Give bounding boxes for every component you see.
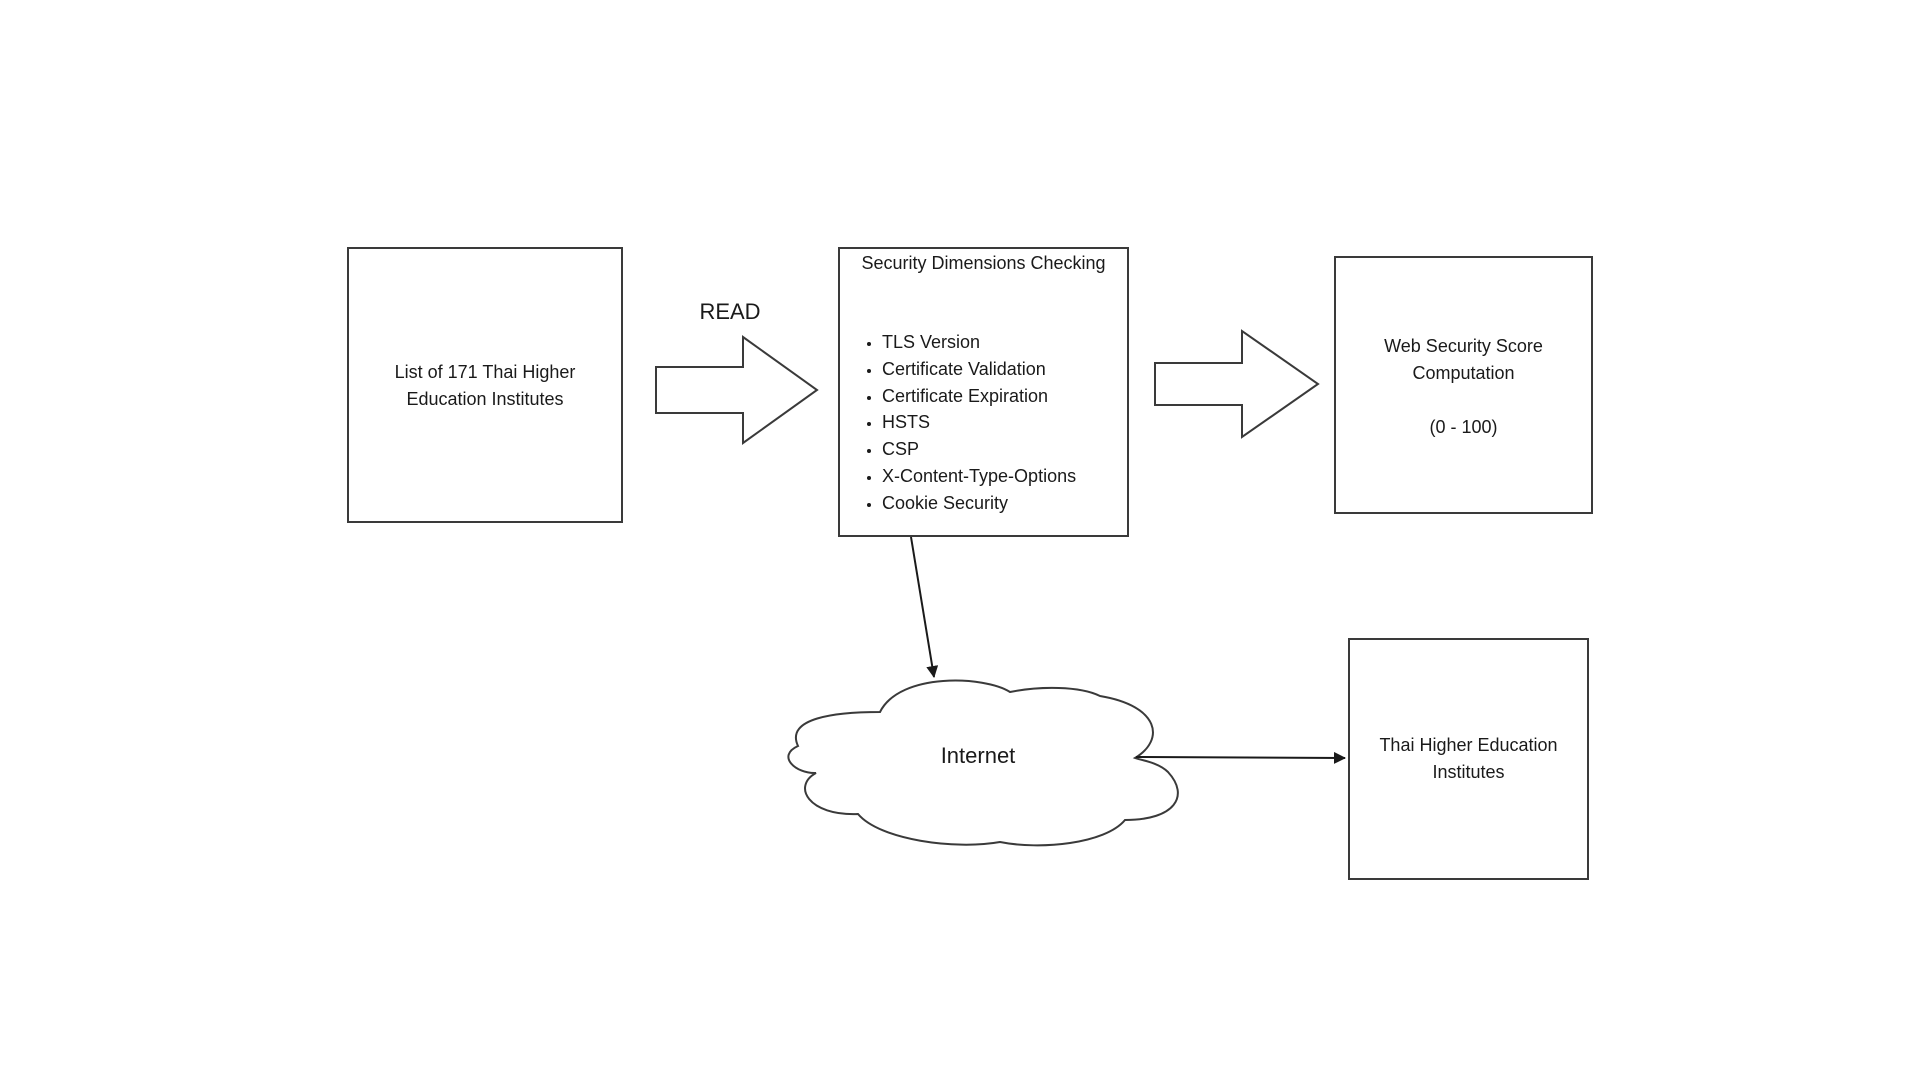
security-score-label: Web Security Score Computation (0 - 100) — [1384, 336, 1543, 437]
dimension-item: Cookie Security — [882, 490, 1076, 517]
dimension-item: X-Content-Type-Options — [882, 463, 1076, 490]
read-block-arrow — [655, 335, 819, 445]
security-dimensions-box: Security Dimensions Checking TLS Version… — [838, 247, 1129, 537]
institutes-list-box: List of 171 Thai Higher Education Instit… — [347, 247, 623, 523]
target-institutes-label: Thai Higher Education Institutes — [1379, 735, 1558, 782]
internet-to-institutes-connector — [1135, 751, 1346, 764]
security-dimensions-title: Security Dimensions Checking — [861, 253, 1106, 273]
security-score-box: Web Security Score Computation (0 - 100) — [1334, 256, 1593, 514]
internet-cloud-shape — [787, 679, 1179, 847]
dimension-item: Certificate Validation — [882, 356, 1076, 383]
checks-to-internet-connector — [910, 536, 939, 678]
read-label: READ — [699, 299, 761, 324]
internet-label: Internet — [940, 743, 1016, 768]
dimension-item: HSTS — [882, 409, 1076, 436]
dimension-item: CSP — [882, 436, 1076, 463]
target-institutes-box: Thai Higher Education Institutes — [1348, 638, 1589, 880]
security-dimensions-list: TLS Version Certificate Validation Certi… — [840, 329, 1076, 517]
dimension-item: Certificate Expiration — [882, 383, 1076, 410]
score-block-arrow — [1154, 329, 1320, 439]
dimension-item: TLS Version — [882, 329, 1076, 356]
institutes-list-label: List of 171 Thai Higher Education Instit… — [394, 362, 576, 409]
